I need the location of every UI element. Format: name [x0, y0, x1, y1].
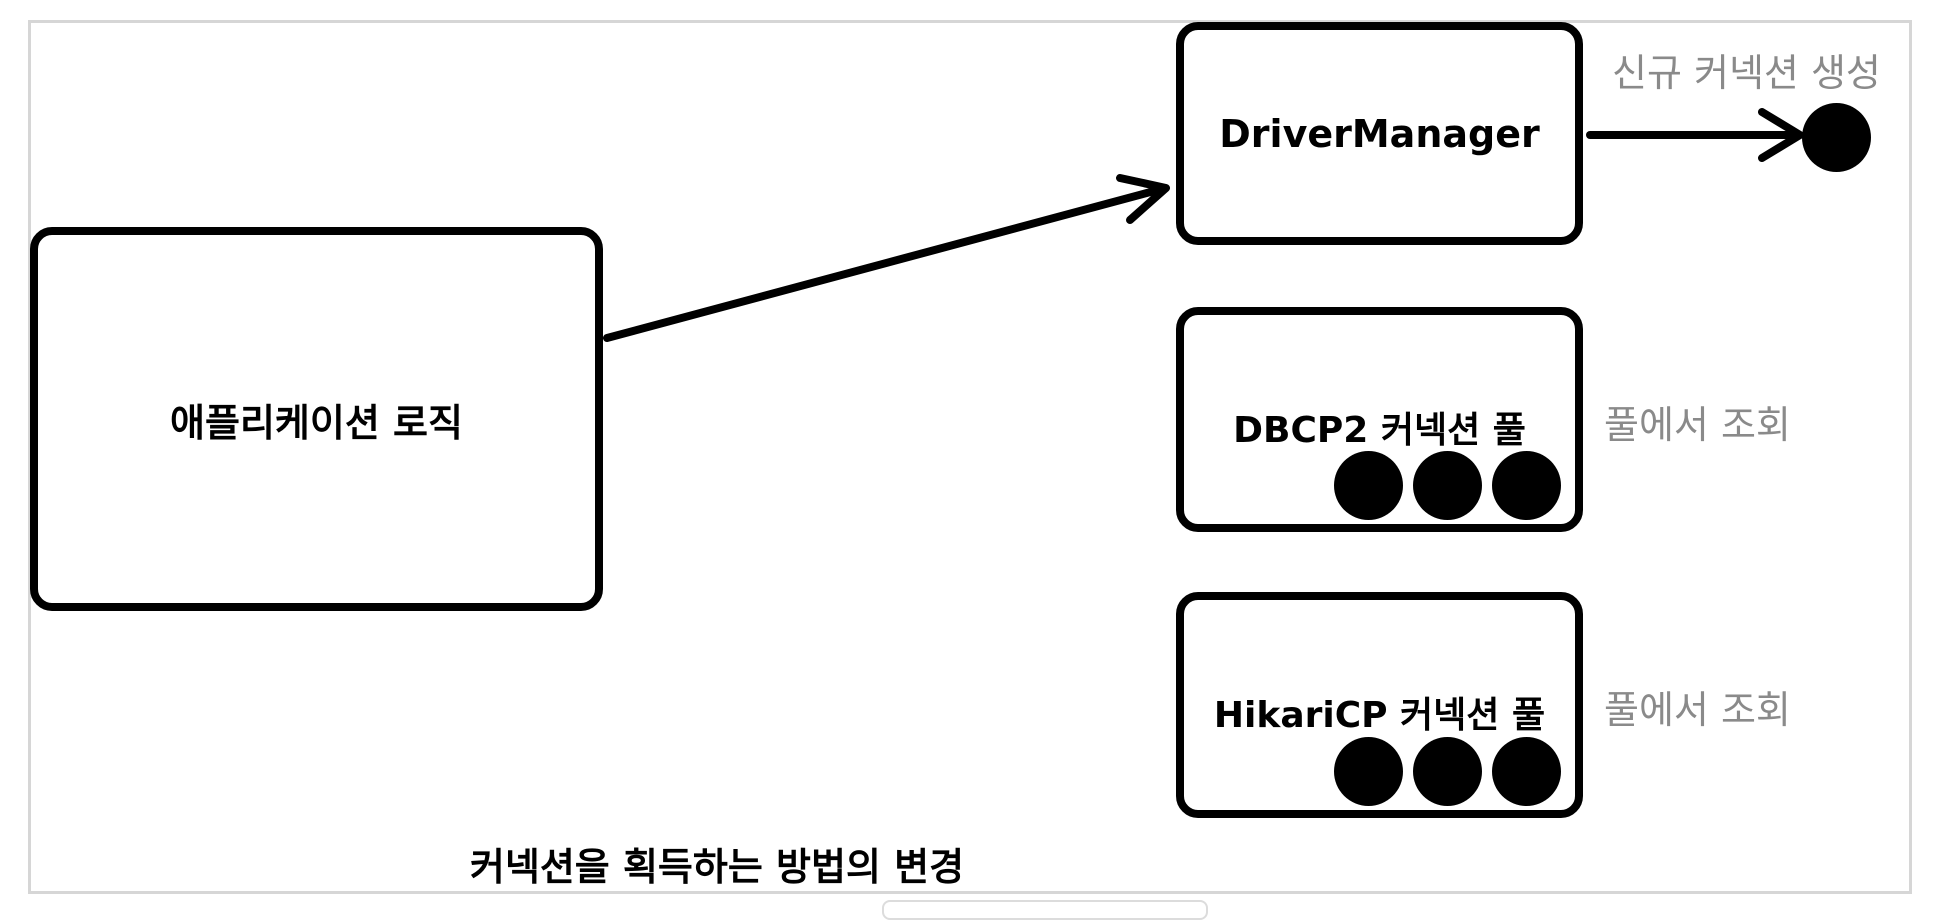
new-connection-label: 신규 커넥션 생성	[1612, 51, 1881, 95]
pooled-connection-dot	[1492, 737, 1561, 806]
driver-manager-label: DriverManager	[1219, 111, 1540, 156]
new-connection-dot	[1802, 103, 1871, 172]
bottom-tab-stub	[882, 900, 1208, 920]
diagram-caption: 커넥션을 획득하는 방법의 변경	[0, 836, 1934, 891]
dbcp2-pool-box: DBCP2 커넥션 풀	[1176, 307, 1583, 532]
pooled-connection-dot	[1492, 451, 1561, 520]
dbcp2-connections	[1334, 451, 1561, 520]
hikaricp-pool-label: HikariCP 커넥션 풀	[1213, 695, 1546, 736]
pooled-connection-dot	[1334, 451, 1403, 520]
dbcp2-pool-label: DBCP2 커넥션 풀	[1233, 410, 1526, 451]
diagram-frame	[28, 20, 1912, 894]
dbcp2-side-label: 풀에서 조회	[1604, 403, 1791, 447]
hikaricp-side-label: 풀에서 조회	[1604, 688, 1791, 732]
hikaricp-connections	[1334, 737, 1561, 806]
hikaricp-pool-box: HikariCP 커넥션 풀	[1176, 592, 1583, 818]
diagram-caption-text: 커넥션을 획득하는 방법의 변경	[469, 845, 965, 889]
application-logic-box: 애플리케이션 로직	[30, 227, 603, 611]
application-logic-label: 애플리케이션 로직	[170, 400, 463, 445]
driver-manager-box: DriverManager	[1176, 22, 1583, 245]
pooled-connection-dot	[1413, 737, 1482, 806]
pooled-connection-dot	[1413, 451, 1482, 520]
pooled-connection-dot	[1334, 737, 1403, 806]
